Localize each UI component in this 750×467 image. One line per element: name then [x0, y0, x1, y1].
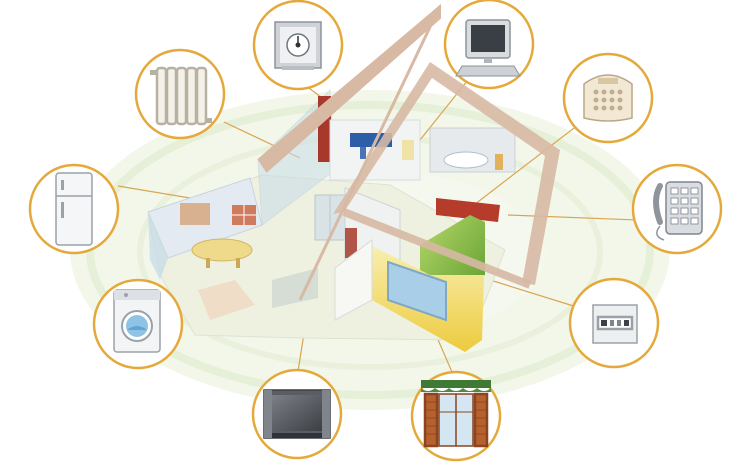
washing-machine-icon: [113, 289, 161, 353]
roof-left-beam: [257, 3, 441, 173]
connector-telephone: [507, 214, 638, 221]
device-alarm-keypad[interactable]: [562, 52, 654, 144]
television-icon: [263, 389, 331, 439]
device-telephone[interactable]: [631, 163, 723, 255]
device-thermostat[interactable]: [252, 0, 344, 91]
dining-table: [191, 238, 253, 262]
house-cutaway: [147, 3, 560, 352]
refrigerator-icon: [55, 172, 93, 246]
alarm-keypad-icon: [583, 74, 633, 122]
red-furniture: [436, 198, 500, 222]
telephone-icon: [653, 181, 703, 241]
device-radiator[interactable]: [134, 48, 226, 140]
device-television[interactable]: [251, 368, 343, 460]
control-panel-icon: [592, 304, 638, 344]
radiator-icon: [150, 66, 212, 126]
kitchen-cabinet: [180, 203, 210, 225]
device-washing-machine[interactable]: [92, 278, 184, 370]
device-refrigerator[interactable]: [28, 163, 120, 255]
window-shutters-icon: [421, 380, 491, 448]
connector-alarm-keypad: [469, 124, 579, 209]
front-window: [387, 260, 447, 322]
computer-monitor-icon: [455, 19, 521, 77]
bathtub: [443, 151, 489, 169]
device-control-panel[interactable]: [568, 277, 660, 369]
roof-right-frame: [333, 62, 560, 285]
device-window-shutters[interactable]: [410, 370, 502, 462]
thermostat-icon: [274, 21, 322, 70]
rug: [198, 280, 255, 320]
device-computer[interactable]: [443, 0, 535, 90]
